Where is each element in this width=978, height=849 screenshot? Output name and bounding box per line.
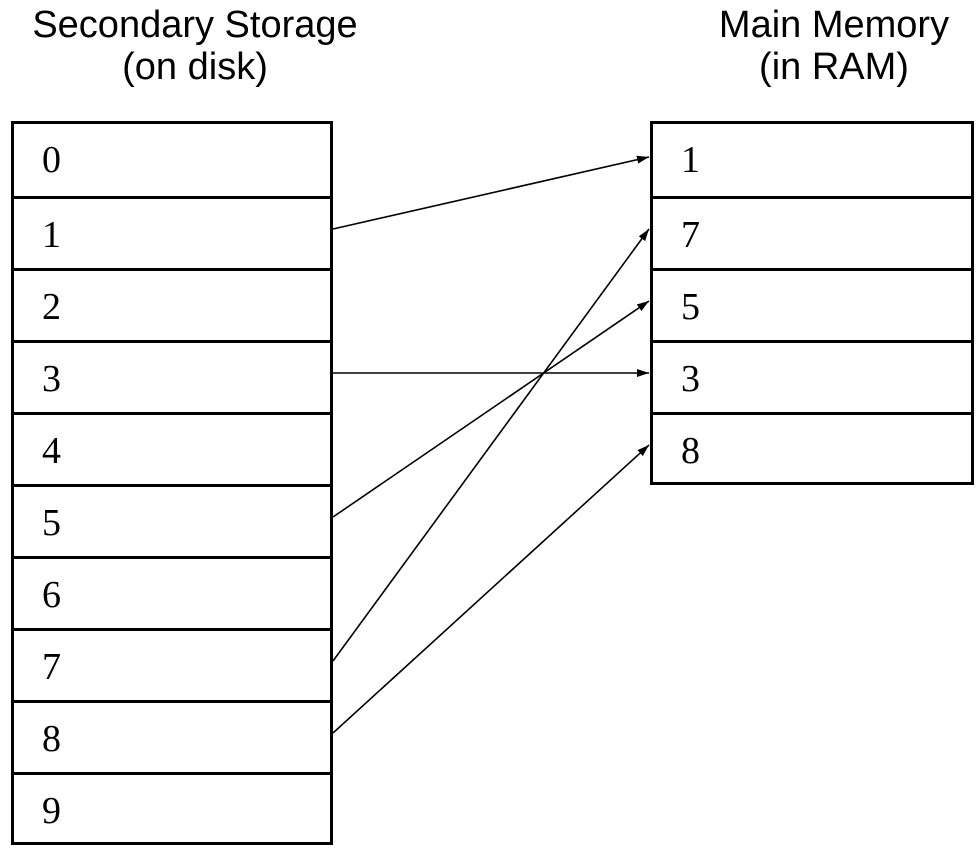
disk-block: 5 <box>14 484 330 556</box>
disk-block: 9 <box>14 772 330 844</box>
disk-block: 4 <box>14 412 330 484</box>
disk-block: 2 <box>14 268 330 340</box>
mapping-arrow-1-to-1 <box>332 155 650 230</box>
disk-block-label: 1 <box>42 214 61 256</box>
disk-block-label: 8 <box>42 718 61 760</box>
memory-slot-label: 3 <box>681 358 700 400</box>
main-memory-slot-list: 1 7 5 3 8 <box>650 121 974 485</box>
disk-block-label: 3 <box>42 358 61 400</box>
main-memory-title: Main Memory (in RAM) <box>694 4 974 88</box>
secondary-storage-block-list: 0 1 2 3 4 5 6 7 8 9 <box>11 121 333 845</box>
disk-block: 6 <box>14 556 330 628</box>
memory-slot-label: 1 <box>681 139 700 181</box>
mapping-arrow-8-to-8 <box>332 444 650 734</box>
memory-slot-label: 8 <box>681 430 700 472</box>
secondary-storage-title-line2: (on disk) <box>122 46 268 88</box>
mapping-arrow-5-to-5 <box>332 300 650 518</box>
memory-slot: 7 <box>653 196 971 268</box>
disk-block-label: 6 <box>42 574 61 616</box>
disk-block: 8 <box>14 700 330 772</box>
disk-block-label: 9 <box>42 790 61 832</box>
secondary-storage-title-line1: Secondary Storage <box>32 4 358 46</box>
mapping-arrow-7-to-7 <box>332 228 650 662</box>
secondary-storage-title: Secondary Storage (on disk) <box>0 4 390 88</box>
disk-block-label: 5 <box>42 502 61 544</box>
disk-block-label: 4 <box>42 430 61 472</box>
disk-block: 7 <box>14 628 330 700</box>
memory-slot-label: 5 <box>681 286 700 328</box>
disk-block-label: 0 <box>42 139 61 181</box>
main-memory-title-line2: (in RAM) <box>759 46 909 88</box>
memory-slot: 5 <box>653 268 971 340</box>
memory-slot-label: 7 <box>681 214 700 256</box>
memory-slot: 8 <box>653 412 971 484</box>
memory-slot: 3 <box>653 340 971 412</box>
disk-block: 3 <box>14 340 330 412</box>
memory-slot: 1 <box>653 124 971 196</box>
disk-block-label: 7 <box>42 646 61 688</box>
disk-block: 0 <box>14 124 330 196</box>
main-memory-title-line1: Main Memory <box>718 4 950 46</box>
disk-block-label: 2 <box>42 286 61 328</box>
disk-block: 1 <box>14 196 330 268</box>
